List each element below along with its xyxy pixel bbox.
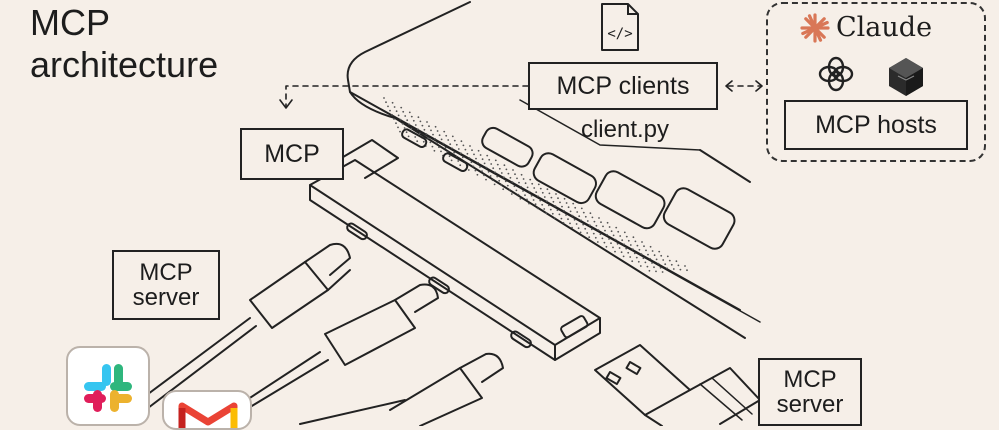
mcp-hosts-label: MCP hosts [815, 110, 937, 139]
mcp-server-left-line-2: server [132, 284, 200, 311]
mcp-clients-box: MCP clients [528, 62, 718, 110]
connector-lines [279, 80, 763, 109]
slack-app-tile [66, 346, 150, 426]
client-file-label: client.py [580, 116, 670, 143]
claude-logo: Claude [800, 12, 932, 43]
laptop-keys [481, 99, 751, 250]
claude-starburst-icon [800, 12, 830, 43]
openai-knot-icon [818, 56, 854, 92]
mcp-server-right-line-2: server [776, 391, 844, 418]
usb-c-cables [139, 242, 504, 426]
mcp-server-box-left: MCP server [112, 250, 220, 320]
slack-icon [84, 364, 132, 412]
svg-text:</>: </> [607, 26, 632, 42]
mcp-server-box-right: MCP server [758, 358, 862, 426]
mcp-hosts-group [766, 2, 986, 162]
mcp-server-left-line-1: MCP [139, 258, 193, 286]
mcp-hosts-box: MCP hosts [784, 100, 968, 150]
mcp-clients-label: MCP clients [556, 71, 690, 100]
code-file-icon: </> [601, 3, 639, 51]
laptop-illustration [346, 1, 761, 339]
mcp-box: MCP [240, 128, 344, 180]
dark-cube-icon [889, 58, 923, 96]
gmail-app-tile [162, 390, 252, 430]
laptop-port-2 [442, 152, 469, 173]
claude-wordmark: Claude [836, 12, 933, 43]
mcp-server-right-line-1: MCP [783, 365, 837, 393]
laptop-port-1 [401, 128, 428, 149]
diagram-title: MCP architecture [30, 2, 218, 86]
gmail-icon [178, 402, 238, 428]
mcp-label: MCP [264, 139, 320, 168]
usb-hub [309, 139, 601, 361]
title-line-1: MCP [30, 2, 110, 43]
title-line-2: architecture [30, 44, 219, 85]
usb-a-plug [594, 344, 761, 426]
